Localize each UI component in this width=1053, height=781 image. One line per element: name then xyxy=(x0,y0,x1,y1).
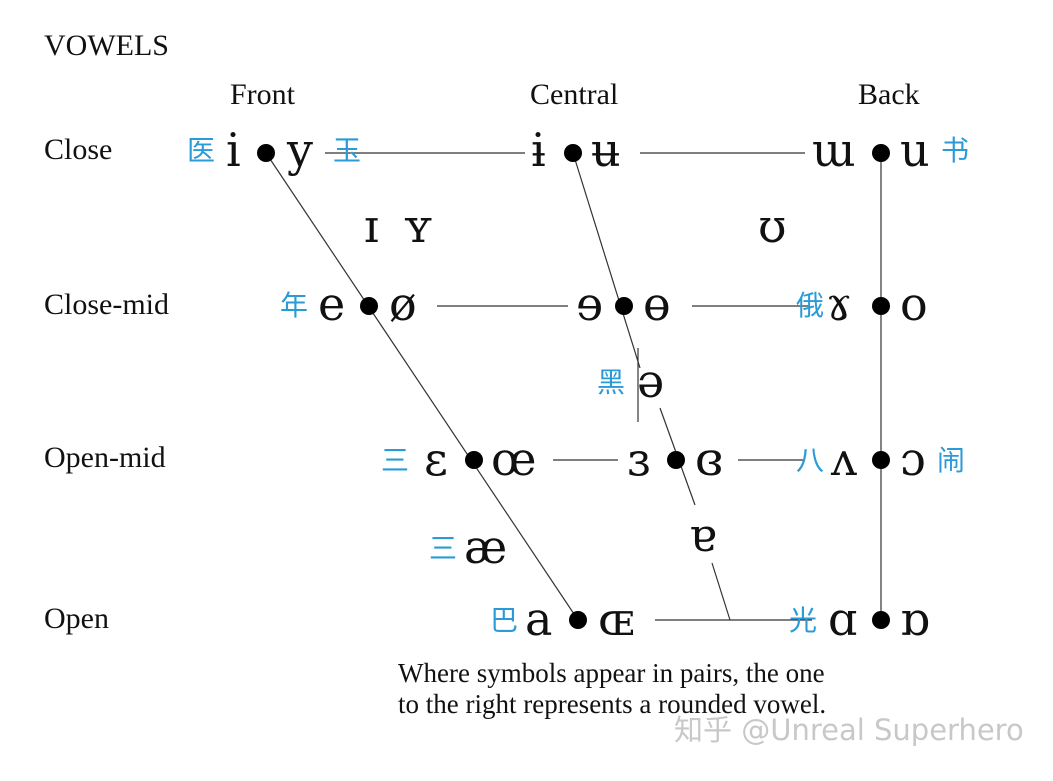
chart-title: VOWELS xyxy=(44,29,169,62)
example-char-open-o: 闹 xyxy=(937,444,966,477)
vowel-close-central-unrounded: ɨ xyxy=(531,123,546,177)
vowel-close-mid-front-unrounded: e xyxy=(318,277,346,331)
vowel-near-close-front-unrounded: ɪ xyxy=(364,199,379,253)
footnote-line-1: Where symbols appear in pairs, the one xyxy=(398,658,825,688)
vowel-mid-central: ə xyxy=(637,354,665,408)
vowel-close-mid-back-rounded: o xyxy=(900,277,928,331)
vowel-close-front-rounded: y xyxy=(287,123,313,177)
vowel-close-back-unrounded: ɯ xyxy=(812,123,856,177)
example-char-i: 医 xyxy=(187,134,216,167)
row-label-close-mid: Close-mid xyxy=(44,288,169,321)
dot-open-back xyxy=(872,611,890,629)
column-label-central: Central xyxy=(530,78,619,111)
dot-close-mid-front xyxy=(360,297,378,315)
dot-open-mid-back xyxy=(872,451,890,469)
dot-close-front xyxy=(257,144,275,162)
example-char-schwa: 黑 xyxy=(597,366,626,399)
dot-close-back xyxy=(872,144,890,162)
dot-close-mid-central xyxy=(615,297,633,315)
vowel-near-close-back-rounded: ʊ xyxy=(758,199,787,253)
vowel-open-mid-back-unrounded: ʌ xyxy=(831,432,857,486)
example-char-gamma: 俄 xyxy=(796,289,825,322)
vowel-near-close-front-rounded: ʏ xyxy=(403,199,434,253)
vowel-open-back-rounded: ɒ xyxy=(900,592,930,646)
vowel-close-front-unrounded: i xyxy=(226,123,241,177)
example-char-epsilon: 三 xyxy=(381,444,410,477)
column-label-back: Back xyxy=(858,78,920,111)
vowel-open-back-unrounded: ɑ xyxy=(828,592,858,646)
vowel-close-mid-central-rounded: ɵ xyxy=(643,277,671,331)
example-char-u: 书 xyxy=(941,134,970,167)
central-line-upper xyxy=(572,152,641,369)
example-char-y: 玉 xyxy=(333,134,362,167)
row-label-close: Close xyxy=(44,133,113,166)
vowel-open-front-unrounded: a xyxy=(525,592,553,646)
vowel-close-central-rounded: ʉ xyxy=(591,123,621,177)
example-char-open-mid-back: 八 xyxy=(796,444,825,477)
vowel-open-mid-front-unrounded: ɛ xyxy=(424,432,448,486)
example-char-alpha: 光 xyxy=(789,604,818,637)
dot-close-mid-back xyxy=(872,297,890,315)
vowel-close-mid-back-unrounded: ɤ xyxy=(826,277,852,331)
dot-close-central xyxy=(564,144,582,162)
vowel-open-mid-front-rounded: œ xyxy=(491,432,537,486)
watermark: 知乎 @Unreal Superhero xyxy=(674,713,1024,747)
example-char-ae: 三 xyxy=(429,532,458,565)
dot-open-mid-front xyxy=(465,451,483,469)
vowel-near-open-front-unrounded: æ xyxy=(464,520,508,574)
vowel-close-back-rounded: u xyxy=(900,123,930,177)
vowel-near-open-central: ɐ xyxy=(689,508,717,562)
column-label-front: Front xyxy=(230,78,296,111)
row-label-open-mid: Open-mid xyxy=(44,441,166,474)
dot-open-front xyxy=(569,611,587,629)
dot-open-mid-central xyxy=(667,451,685,469)
row-label-open: Open xyxy=(44,602,109,635)
vowel-open-mid-central-rounded: ɞ xyxy=(695,432,724,486)
vowel-open-mid-central-unrounded: ɜ xyxy=(627,432,651,486)
central-line-lower xyxy=(711,562,731,621)
vowel-close-mid-central-unrounded: ɘ xyxy=(576,277,604,331)
vowel-close-mid-front-rounded: ø xyxy=(389,277,417,331)
vowel-open-mid-back-rounded: ɔ xyxy=(900,432,926,486)
example-char-a: 巴 xyxy=(490,604,519,637)
example-char-e: 年 xyxy=(280,289,309,322)
vowel-open-front-rounded: ɶ xyxy=(598,592,635,646)
footnote-line-2: to the right represents a rounded vowel. xyxy=(398,689,827,719)
front-edge-line xyxy=(265,152,579,621)
